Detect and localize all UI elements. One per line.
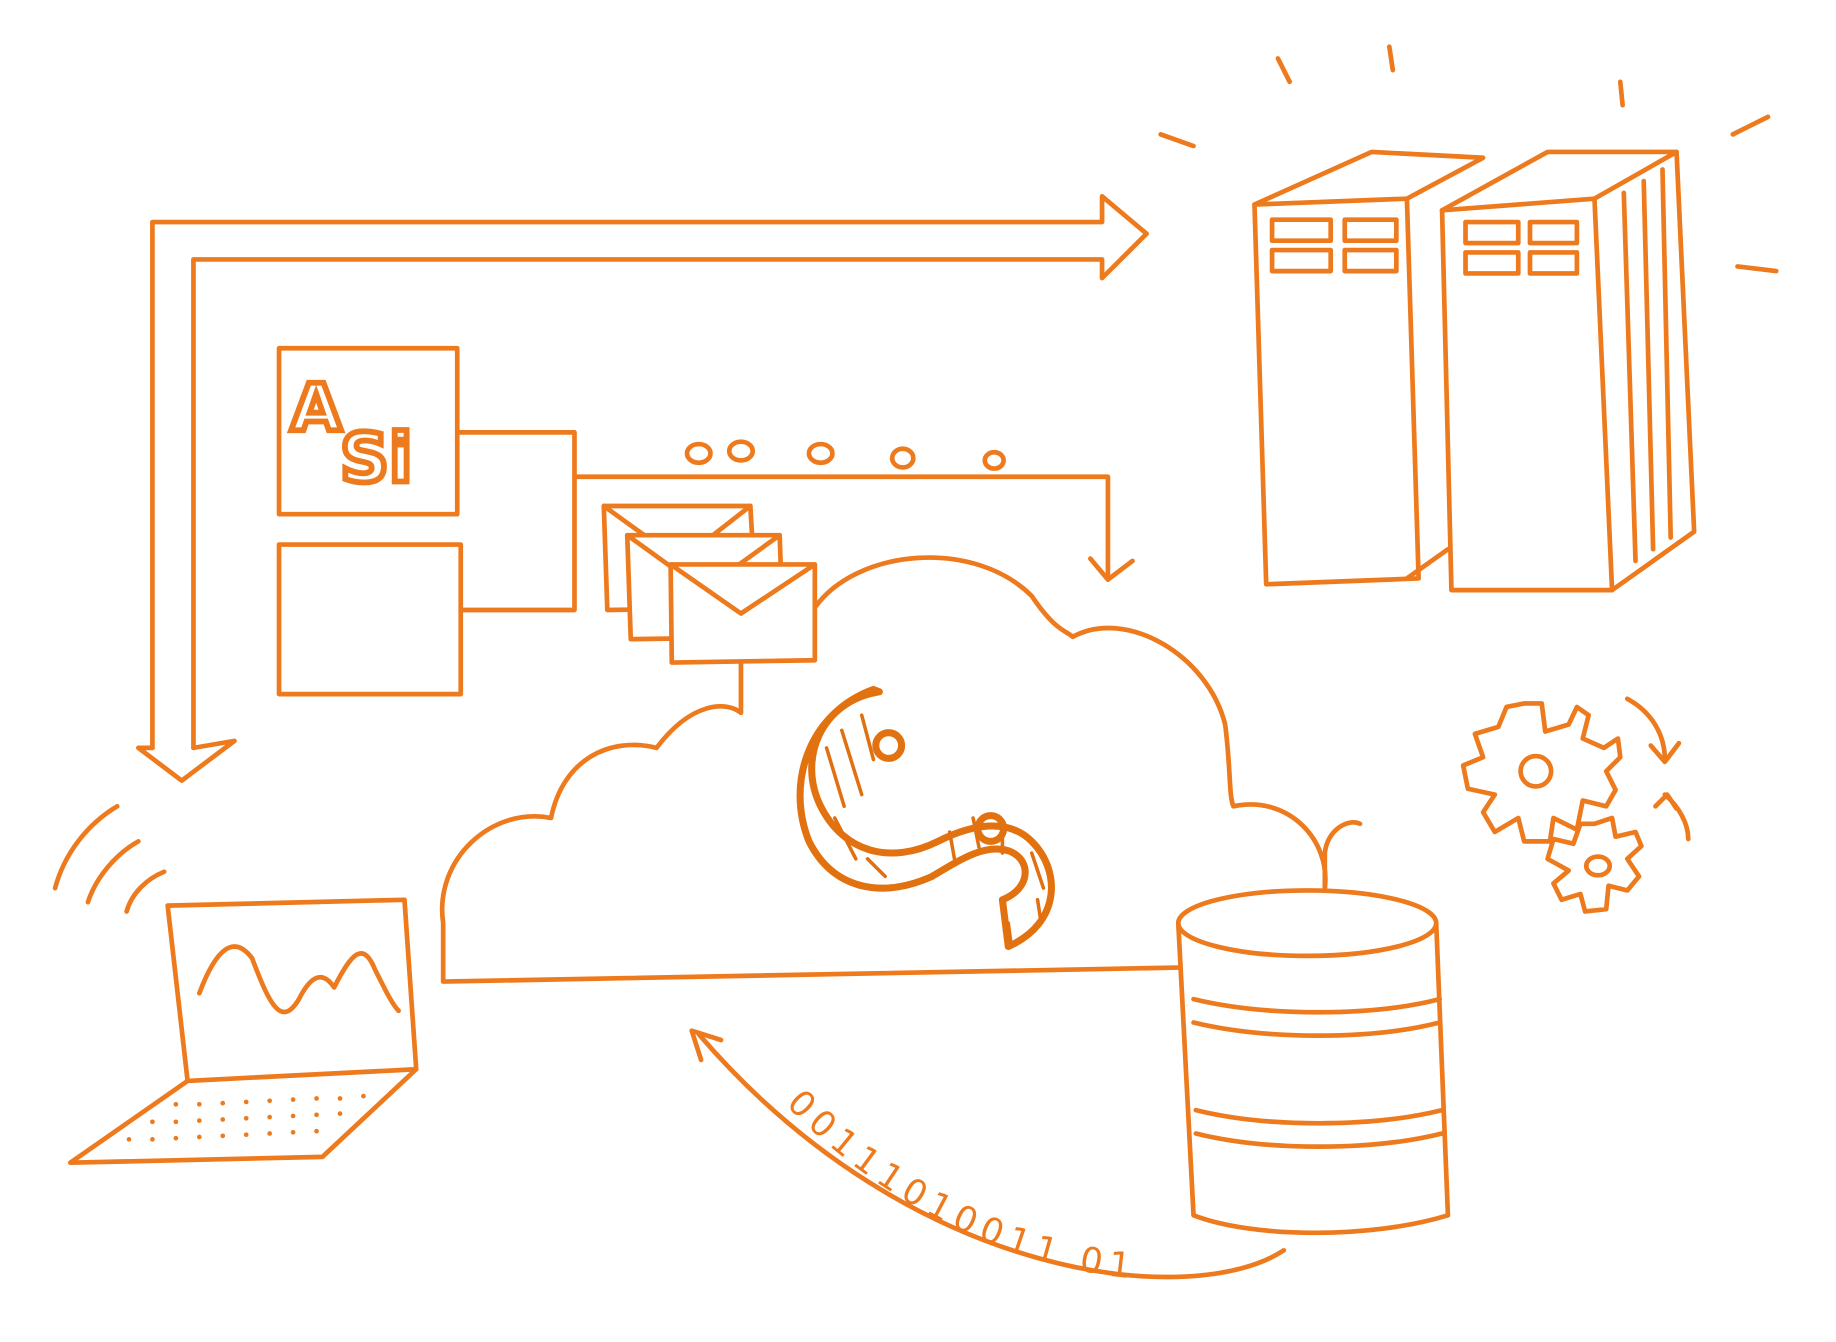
wifi-icon xyxy=(52,803,167,914)
logo-dot-upper xyxy=(872,729,906,762)
cloud xyxy=(439,555,1328,984)
app-logo-si: Si xyxy=(340,420,412,499)
message-dot xyxy=(982,449,1006,471)
logo-dot-lower xyxy=(974,812,1008,845)
binary-stream: 00111010011 01 xyxy=(689,1028,1287,1288)
message-dot xyxy=(806,441,835,466)
database-icon xyxy=(1175,820,1451,1236)
server-rack-1 xyxy=(1252,149,1486,587)
keyboard-dots xyxy=(126,1093,366,1142)
binary-text: 00111010011 01 xyxy=(779,1082,1140,1288)
envelopes xyxy=(601,503,818,665)
routing-arrow xyxy=(136,193,1149,783)
message-dot xyxy=(889,446,916,470)
server-rack-2 xyxy=(1439,149,1697,593)
gear-hub xyxy=(1583,854,1613,878)
message-dots xyxy=(684,439,1006,471)
binary-arrow xyxy=(696,1031,1287,1280)
glow-lines xyxy=(1158,44,1779,274)
gears-icon xyxy=(1460,696,1691,914)
envelope-icon xyxy=(668,562,818,665)
gear-hub xyxy=(1518,753,1554,789)
servers xyxy=(1158,44,1779,593)
message-dot xyxy=(684,441,713,466)
s-logo-icon xyxy=(796,685,1055,951)
laptop-icon xyxy=(52,803,419,1166)
message-dot xyxy=(726,439,756,463)
app-logo-a: A xyxy=(291,370,342,446)
app-module: A Si xyxy=(276,345,1135,697)
